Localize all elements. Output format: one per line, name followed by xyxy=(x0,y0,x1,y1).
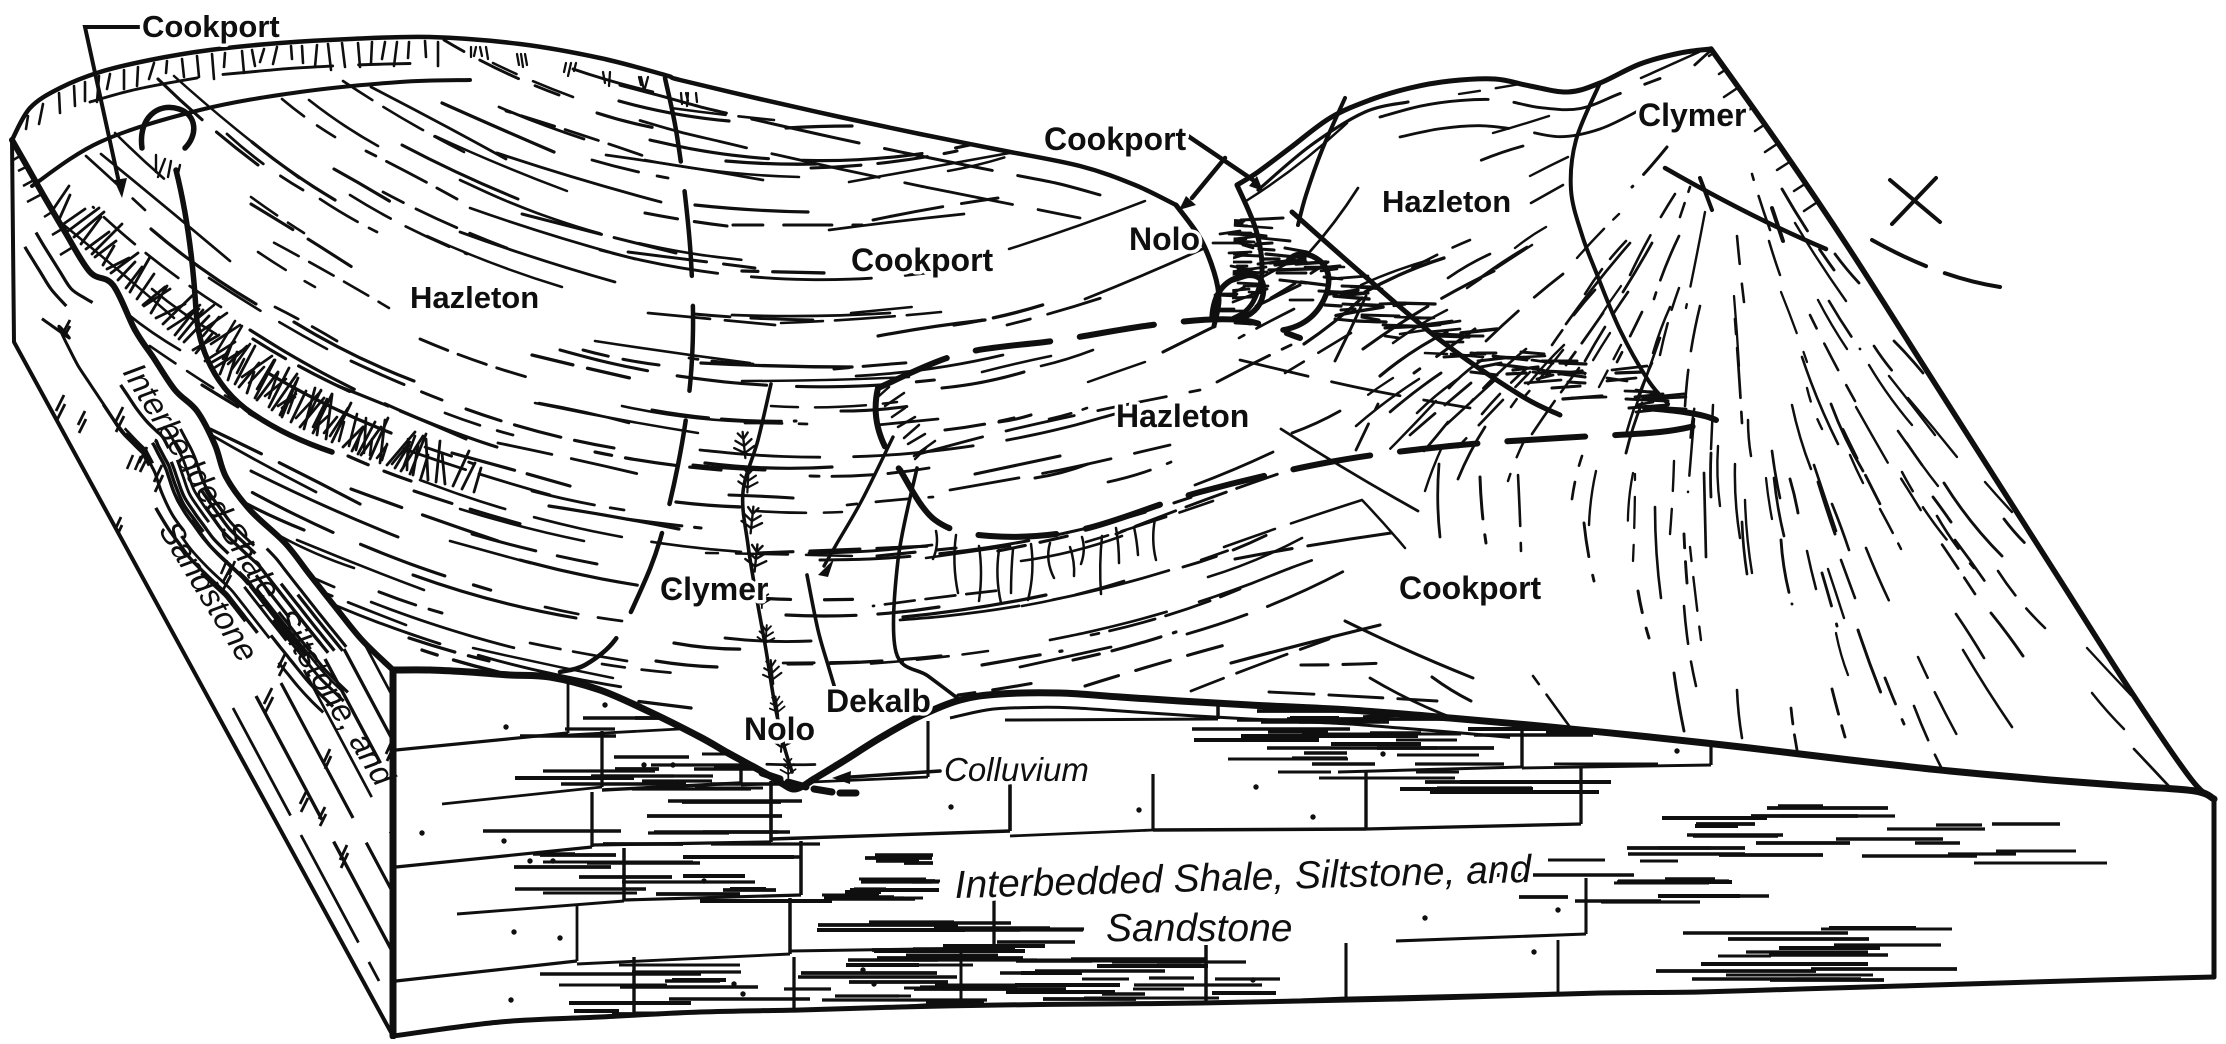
svg-text:Colluvium: Colluvium xyxy=(944,751,1089,788)
svg-text:Hazleton: Hazleton xyxy=(410,280,539,315)
svg-text:Hazleton: Hazleton xyxy=(1116,398,1249,434)
svg-text:Hazleton: Hazleton xyxy=(1382,184,1511,219)
svg-text:Dekalb: Dekalb xyxy=(826,683,931,719)
svg-text:Nolo: Nolo xyxy=(744,711,815,747)
svg-text:Cookport: Cookport xyxy=(142,9,280,44)
svg-text:Cookport: Cookport xyxy=(1399,570,1542,606)
svg-text:Clymer: Clymer xyxy=(1638,97,1747,133)
svg-text:Cookport: Cookport xyxy=(1044,121,1187,157)
svg-text:Cookport: Cookport xyxy=(851,242,994,278)
svg-text:Clymer: Clymer xyxy=(660,571,769,607)
svg-text:Nolo: Nolo xyxy=(1129,221,1200,257)
svg-text:Sandstone: Sandstone xyxy=(1106,907,1293,950)
